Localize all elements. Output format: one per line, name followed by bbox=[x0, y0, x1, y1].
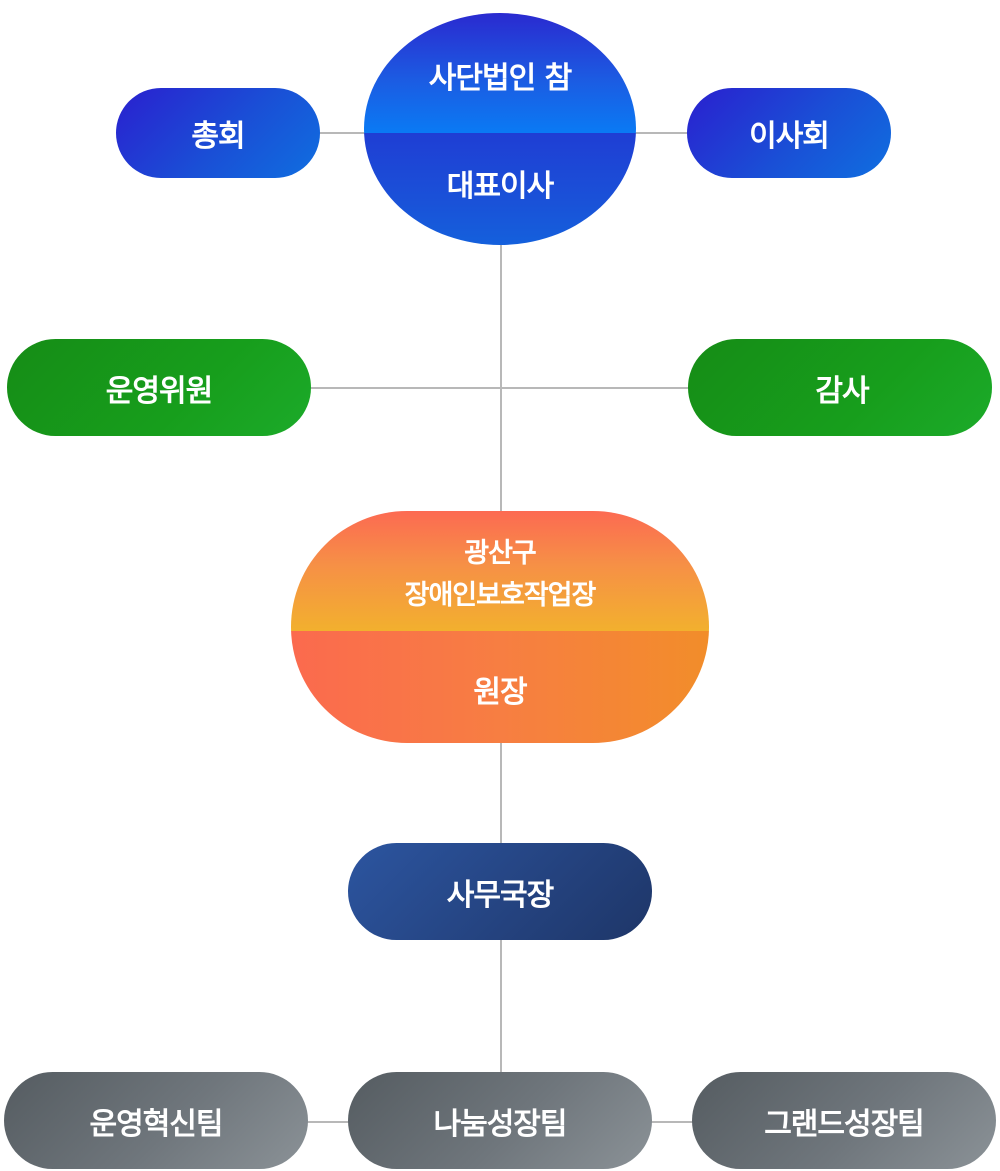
general-assembly-node: 총회 bbox=[116, 88, 320, 178]
connector-mid-horizontal bbox=[308, 387, 692, 389]
director-title: 원장 bbox=[473, 675, 527, 710]
board-of-directors-node: 이사회 bbox=[687, 88, 891, 178]
connector-office-to-teams bbox=[500, 938, 502, 1074]
steering-committee-node: 운영위원 bbox=[7, 339, 311, 436]
representative-node-lower: 대표이사 bbox=[364, 133, 636, 245]
office-manager-node: 사무국장 bbox=[348, 843, 652, 940]
team-label: 운영혁신팀 bbox=[89, 1106, 224, 1142]
workshop-district: 광산구 bbox=[464, 538, 537, 569]
general-assembly-label: 총회 bbox=[191, 119, 245, 154]
connector-main-vertical bbox=[500, 240, 502, 515]
team-node: 그랜드성장팀 bbox=[692, 1072, 996, 1169]
director-block: 원장 bbox=[291, 631, 709, 743]
office-manager-label: 사무국장 bbox=[446, 877, 554, 913]
board-of-directors-label: 이사회 bbox=[749, 119, 830, 154]
steering-committee-label: 운영위원 bbox=[105, 373, 213, 409]
representative-node-upper: 사단법인 참 bbox=[364, 13, 636, 133]
team-label: 나눔성장팀 bbox=[433, 1106, 568, 1142]
organization-name: 사단법인 참 bbox=[428, 61, 572, 96]
connector-center-to-office bbox=[500, 740, 502, 846]
representative-node: 사단법인 참 대표이사 bbox=[364, 13, 636, 245]
team-label: 그랜드성장팀 bbox=[764, 1106, 925, 1142]
audit-label: 감사 bbox=[815, 373, 869, 409]
team-node: 나눔성장팀 bbox=[348, 1072, 652, 1169]
workshop-name-block: 광산구 장애인보호작업장 bbox=[291, 511, 709, 631]
workshop-director-node: 광산구 장애인보호작업장 원장 bbox=[291, 511, 709, 743]
audit-node: 감사 bbox=[688, 339, 992, 436]
representative-title: 대표이사 bbox=[446, 169, 554, 204]
workshop-name: 장애인보호작업장 bbox=[404, 580, 597, 611]
team-node: 운영혁신팀 bbox=[4, 1072, 308, 1169]
